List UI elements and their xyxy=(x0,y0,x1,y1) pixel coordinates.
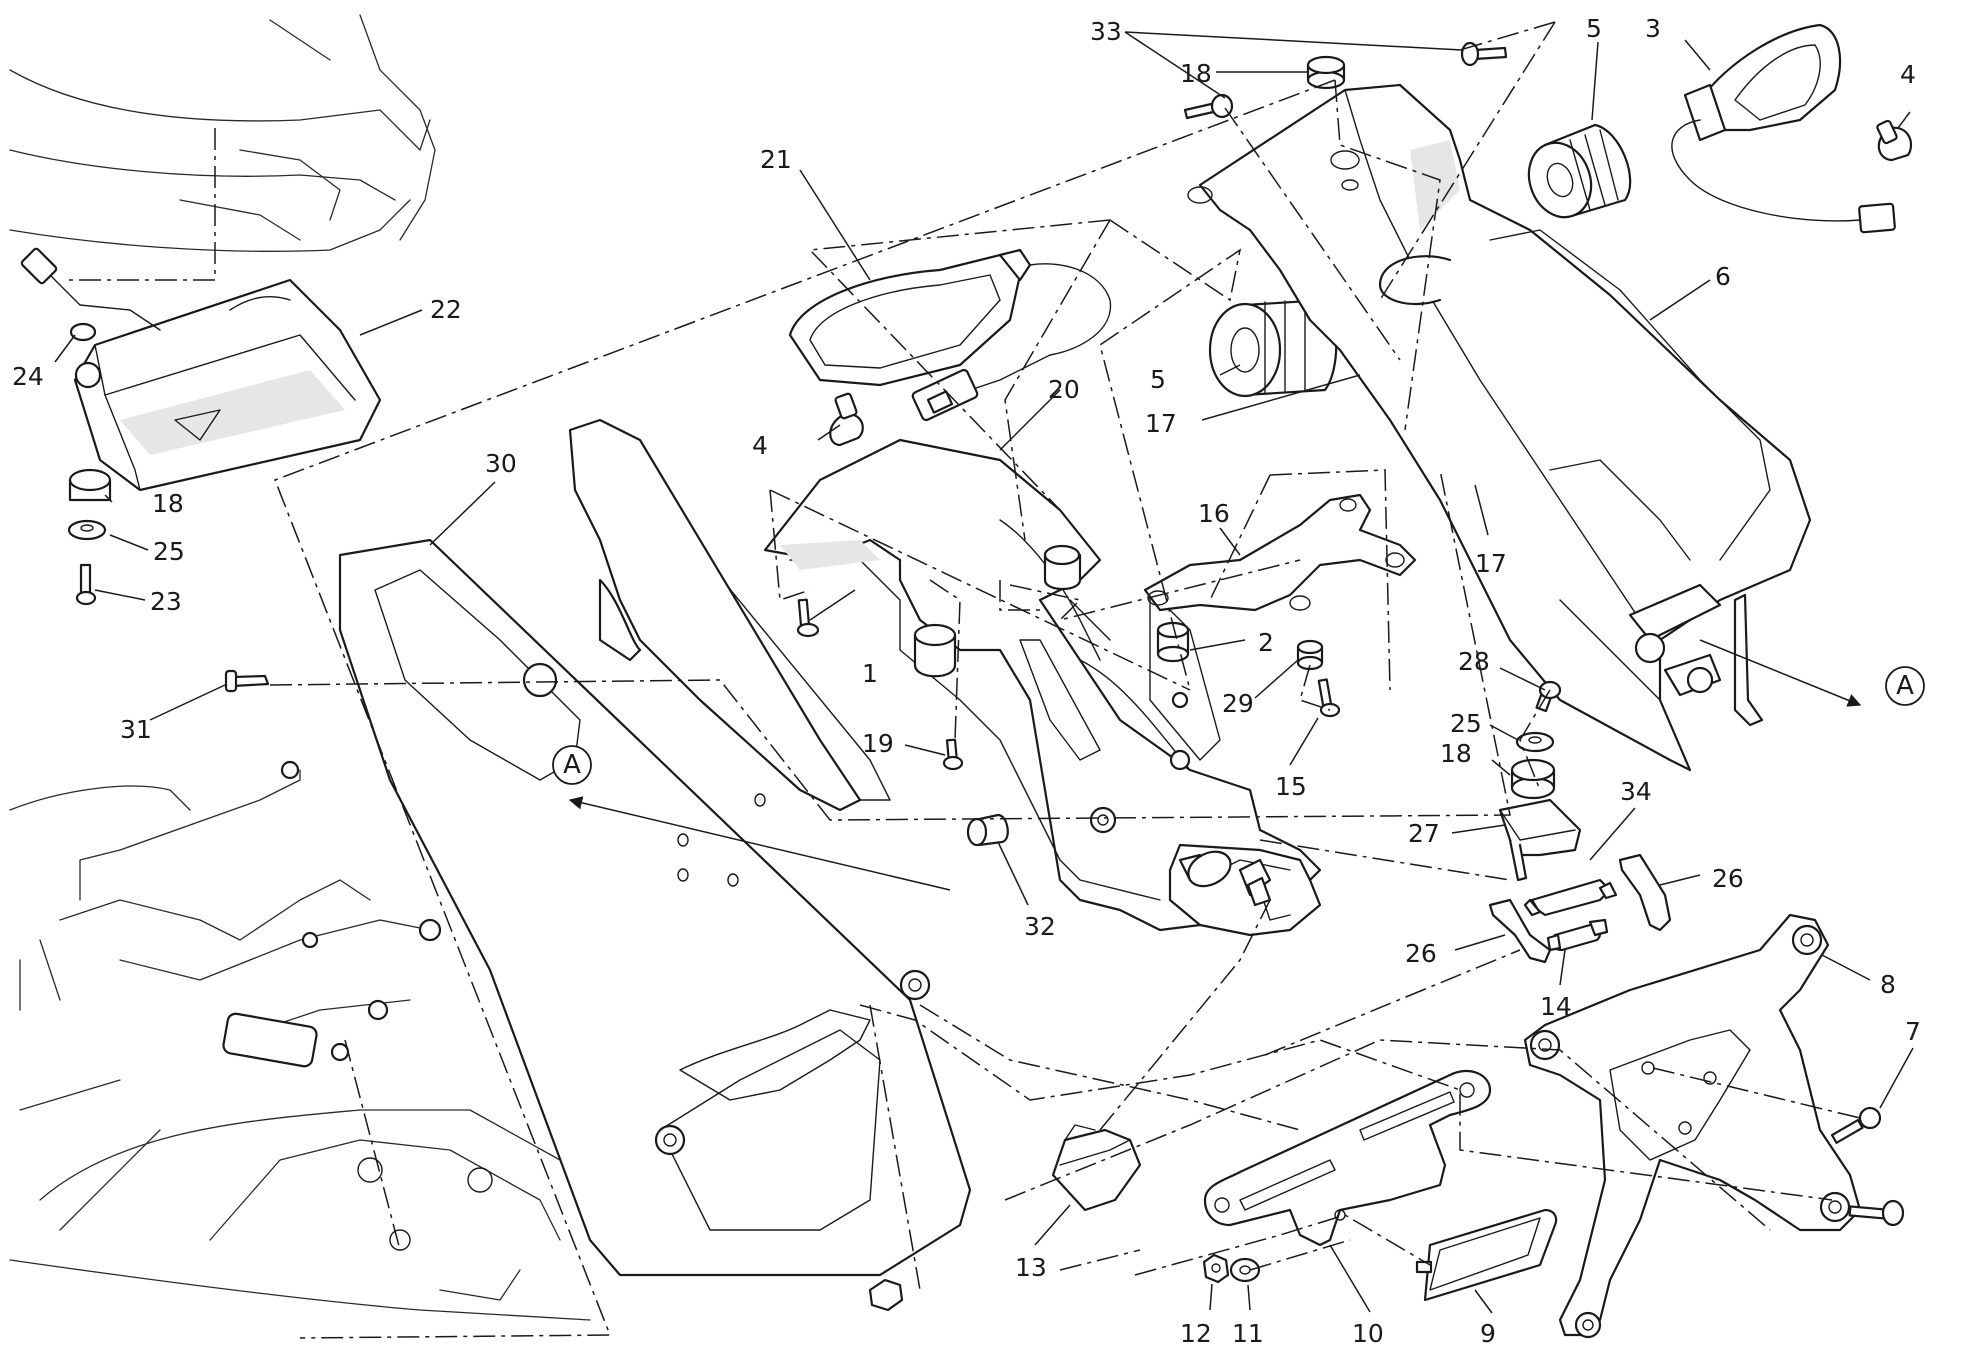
reflector-bracket-10 xyxy=(1203,1069,1492,1247)
callout-11: 11 xyxy=(1232,1319,1264,1348)
grommet-18-top xyxy=(1306,55,1346,90)
callout-20: 20 xyxy=(1048,375,1080,404)
section-marker-left: A xyxy=(552,745,592,785)
screw-1 xyxy=(796,598,820,638)
screw-19 xyxy=(942,738,964,771)
callout-14: 14 xyxy=(1540,992,1572,1021)
callout-18-right: 18 xyxy=(1440,739,1472,768)
callout-34: 34 xyxy=(1620,777,1652,806)
callout-18-top: 18 xyxy=(1180,59,1212,88)
callout-5-top: 5 xyxy=(1586,14,1602,43)
callout-4-left: 4 xyxy=(752,431,768,460)
callout-29: 29 xyxy=(1222,689,1254,718)
callout-27: 27 xyxy=(1408,819,1440,848)
callout-28: 28 xyxy=(1458,647,1490,676)
contact-bracket-26-right xyxy=(1618,853,1672,932)
reflector-9 xyxy=(1415,1208,1558,1302)
fastener-stack-left xyxy=(67,468,112,606)
callout-1: 1 xyxy=(862,659,878,688)
callout-10: 10 xyxy=(1352,1319,1384,1348)
screw-7-upper xyxy=(1830,1106,1882,1144)
panel-nut-bottom xyxy=(868,1278,904,1312)
screw-33-lower xyxy=(1183,93,1234,120)
callout-4-right: 4 xyxy=(1900,60,1916,89)
spacer-32 xyxy=(966,813,1009,847)
screw-15 xyxy=(1317,678,1341,718)
section-marker-right: A xyxy=(1885,666,1925,706)
callout-16: 16 xyxy=(1198,499,1230,528)
contact-bracket-26-left xyxy=(1488,898,1552,964)
callout-8: 8 xyxy=(1880,970,1896,999)
grommet-24 xyxy=(69,322,97,342)
rubber-mount-right xyxy=(1527,123,1632,219)
callout-6: 6 xyxy=(1715,262,1731,291)
callout-18-left: 18 xyxy=(152,489,184,518)
callout-30: 30 xyxy=(485,449,517,478)
screw-33-upper xyxy=(1460,41,1508,67)
callout-25-right: 25 xyxy=(1450,709,1482,738)
assembly-lines xyxy=(65,21,1861,1339)
grommet-2 xyxy=(1156,621,1190,663)
grommet-29 xyxy=(1296,639,1324,671)
callout-9: 9 xyxy=(1480,1319,1496,1348)
section-marker-label: A xyxy=(1896,671,1914,701)
callout-17-center: 17 xyxy=(1145,409,1177,438)
callout-33: 33 xyxy=(1090,17,1122,46)
callout-21: 21 xyxy=(760,145,792,174)
callout-labels: 1 2 3 4 4 5 5 6 7 8 9 10 11 12 13 14 15 … xyxy=(12,14,1921,1348)
leader-lines xyxy=(54,31,1914,1314)
bulb-left xyxy=(829,392,864,447)
callout-2: 2 xyxy=(1258,628,1274,657)
nut-12 xyxy=(1202,1253,1230,1284)
callout-7: 7 xyxy=(1905,1017,1921,1046)
callout-23: 23 xyxy=(150,587,182,616)
callout-17-right: 17 xyxy=(1475,549,1507,578)
callout-22: 22 xyxy=(430,295,462,324)
callout-24: 24 xyxy=(12,362,44,391)
callout-25-left: 25 xyxy=(153,537,185,566)
tail-light-assembly xyxy=(20,247,382,492)
callout-15: 15 xyxy=(1275,772,1307,801)
callout-13: 13 xyxy=(1015,1253,1047,1282)
bulb-right xyxy=(1876,119,1913,162)
section-arrow-right xyxy=(1699,639,1862,707)
undertray-bracket xyxy=(763,438,1322,937)
screw-31 xyxy=(224,669,270,693)
fastener-stack-right xyxy=(1498,680,1582,882)
tail-subframe xyxy=(1187,83,1812,772)
section-arrow-left xyxy=(568,796,951,891)
callout-19: 19 xyxy=(862,729,894,758)
frame-context xyxy=(9,760,591,1321)
cover-13 xyxy=(1051,1124,1142,1212)
lamp-holder-34 xyxy=(1523,878,1618,917)
section-marker-label: A xyxy=(563,750,581,780)
turn-signal-left xyxy=(788,248,1112,422)
callout-12: 12 xyxy=(1180,1319,1212,1348)
callout-31: 31 xyxy=(120,715,152,744)
plate-bracket-16 xyxy=(1143,493,1417,612)
rear-bodywork-context xyxy=(9,14,436,252)
callout-32: 32 xyxy=(1024,912,1056,941)
callout-5-center: 5 xyxy=(1150,365,1166,394)
washer-11 xyxy=(1229,1257,1261,1283)
screw-7-lower xyxy=(1848,1199,1905,1227)
callout-3: 3 xyxy=(1645,14,1661,43)
callout-26-left: 26 xyxy=(1405,939,1437,968)
festoon-bulb-14 xyxy=(1546,918,1609,952)
turn-signal-right xyxy=(1671,23,1896,234)
callout-26-right: 26 xyxy=(1712,864,1744,893)
number-plate-holder-8 xyxy=(1523,913,1862,1339)
panel-bracket xyxy=(522,418,862,812)
